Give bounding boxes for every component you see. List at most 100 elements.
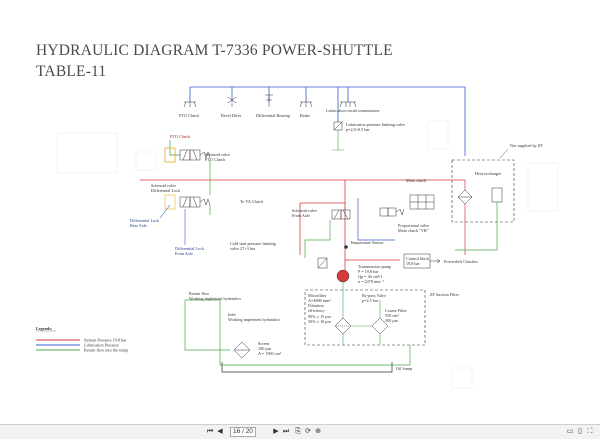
filter-label-5: 90% ≥ 15 μm xyxy=(308,314,332,319)
front-solenoid-valve-icon xyxy=(331,209,351,220)
diff-solenoid-valve-icon xyxy=(164,194,211,210)
heat-exchanger-label: Heat exchanger xyxy=(475,171,502,176)
pdf-viewer-toolbar: ⏮ ◀ 16 / 20 ▶ ⏭ ⎘ ⟳ ⊕ ▭ ▯ ⛶ xyxy=(0,424,600,439)
last-page-button[interactable]: ⏭ xyxy=(282,428,290,435)
filter-box xyxy=(304,289,426,346)
cold-start-label-1: Cold start pressure limiting xyxy=(230,241,277,246)
solenoid-diff-label-1: Solenoid valve xyxy=(151,183,176,188)
system-pressure-lines xyxy=(140,179,440,270)
pto-clutch-label: PTO Clutch xyxy=(170,134,191,139)
consumer-label-1: Bevel Drive xyxy=(221,113,241,118)
inlet-label-1: Inlet xyxy=(228,312,237,317)
return-flow-lines xyxy=(184,160,411,366)
diff-lock-front-label-2: Front Axle xyxy=(175,251,193,256)
legend-item-1: Lubrication Pressure xyxy=(36,343,119,348)
temp-sensor-icon xyxy=(344,245,348,249)
consumer-label-0: PTO Clutch xyxy=(179,113,200,118)
inlet-label-2: Working implement hydraulics xyxy=(228,317,280,322)
legend-item-2: Return flow into the sump xyxy=(36,348,128,353)
cold-start-valve-icon xyxy=(317,257,328,269)
prop-valve-label-1: Proportional valve xyxy=(398,223,429,228)
lubrication-lines xyxy=(189,86,466,156)
pump-label-4: n = 2470 min⁻¹ xyxy=(358,279,385,284)
single-page-view-icon[interactable]: ▭ xyxy=(566,428,574,435)
rotate-icon[interactable]: ⟳ xyxy=(305,428,311,435)
filter-label-4: efficiency xyxy=(308,308,326,313)
return-flow-label-2: Working implement hydraulics xyxy=(189,296,241,301)
page-number-input[interactable]: 16 / 20 xyxy=(230,427,256,437)
lube-limit-valve-icon xyxy=(332,121,344,151)
heat-exchanger-box xyxy=(451,159,515,223)
filter-label-1: Microfilter xyxy=(308,293,327,298)
prev-page-button[interactable]: ◀ xyxy=(217,428,223,435)
svg-text:System Pressure 19,8 bar: System Pressure 19,8 bar xyxy=(84,338,127,344)
consumer-label-4: Lubrication circuit transmission xyxy=(326,108,380,113)
proportional-valve-icon xyxy=(379,207,405,217)
consumer-label-2: Differential Bearing xyxy=(256,113,291,118)
control-block-label-2: 19,8 bar xyxy=(406,261,420,267)
screen-label-2: 100 μm xyxy=(258,346,272,351)
bypass-label-1: By-pass Valve xyxy=(362,293,386,298)
screen-filter-icon xyxy=(233,341,251,359)
redacted-box-small xyxy=(135,151,157,171)
diff-lock-front-label-1: Differential Lock xyxy=(175,246,205,251)
zoom-in-icon[interactable]: ⊕ xyxy=(315,428,321,435)
coarse-label-2: 550 cm² xyxy=(385,313,399,318)
cold-start-label-2: valve 27+3 bar xyxy=(230,246,256,251)
coarse-label-3: 300 μm xyxy=(385,318,399,323)
double-page-view-icon[interactable]: ▯ xyxy=(578,428,582,435)
pto-solenoid-valve-icon xyxy=(179,149,211,161)
next-page-button[interactable]: ▶ xyxy=(273,428,279,435)
fullscreen-icon[interactable]: ⛶ xyxy=(587,428,593,435)
consumer-label-3: Brake xyxy=(300,113,310,118)
powershift-label: Powershift Clutches xyxy=(444,259,478,264)
legend-title: Legends: xyxy=(36,326,53,331)
oil-sump-label: Oil Sump xyxy=(396,366,412,371)
solenoid-pto-label-1: Solenoid valve xyxy=(205,152,230,157)
hydraulic-diagram: HYDRAULIC DIAGRAM T-7336 POWER-SHUTTLE T… xyxy=(36,42,559,389)
redacted-box-left xyxy=(56,132,118,174)
return-flow-label-1: Return flow xyxy=(189,291,209,296)
to-va-clutch-label: To VA Clutch xyxy=(240,199,264,204)
screen-label-1: Screen xyxy=(258,341,270,346)
lube-valve-label-1: Lubrication pressure limiting valve xyxy=(346,122,405,127)
lube-valve-label-2: p=2,0+0,5 bar xyxy=(346,127,370,133)
solenoid-diff-label-2: Differential Lock xyxy=(151,188,181,193)
pump-label-2: P = 19,8 bar xyxy=(358,269,379,275)
diff-lock-rear-label-1: Differential Lock xyxy=(130,218,160,223)
filter-label-2: A=4800 mm² xyxy=(308,298,331,303)
solenoid-front-label-2: Front Axle xyxy=(292,213,310,218)
fit-page-icon[interactable]: ⎘ xyxy=(295,428,301,435)
heat-exchanger-icon xyxy=(457,187,503,205)
pump-label-3: Qp = 46 cm³/1 xyxy=(358,274,382,279)
main-clutch-icon xyxy=(409,194,435,210)
prop-valve-label-2: Main clutch "VR" xyxy=(398,228,429,233)
svg-text:Lubrication Pressure: Lubrication Pressure xyxy=(84,343,119,348)
microfilter-icon xyxy=(334,317,352,335)
zf-filter-label: ZF Suction Filter xyxy=(430,292,459,297)
pump-icon xyxy=(336,269,350,283)
oil-sump-icon xyxy=(221,362,393,373)
solenoid-pto-label-2: PTO Clutch xyxy=(205,157,226,162)
page-title-line2: TABLE-11 xyxy=(36,63,106,80)
screen-label-3: A = 1500 cm² xyxy=(258,351,282,356)
redacted-box-right-top xyxy=(427,120,449,150)
control-block-label-1: Control block xyxy=(406,256,430,261)
main-clutch-label: Main clutch xyxy=(406,178,427,183)
document-page: HYDRAULIC DIAGRAM T-7336 POWER-SHUTTLE T… xyxy=(0,0,600,424)
redacted-box-bottom xyxy=(451,367,473,389)
redacted-box-right xyxy=(527,162,559,212)
coarse-label-1: Coarse Filter xyxy=(385,308,407,313)
svg-text:Return flow into the sump: Return flow into the sump xyxy=(84,348,128,353)
solenoid-front-label-1: Solenoid valve xyxy=(292,208,317,213)
page-title-line1: HYDRAULIC DIAGRAM T-7336 POWER-SHUTTLE xyxy=(36,42,393,59)
pump-label-1: Transmission pump xyxy=(358,264,391,269)
not-supplied-label: Not supplied by ZF xyxy=(510,143,543,148)
diff-lock-rear-label-2: Rear Axle xyxy=(130,223,147,228)
filter-label-3: Filtration xyxy=(308,303,324,308)
bypass-label-2: p=2,5 bar xyxy=(362,298,379,304)
nozzle-icons xyxy=(183,94,357,108)
temp-sensor-label: Temperature Sensor xyxy=(350,240,384,245)
filter-label-6: 50% ≥ 10 μm xyxy=(308,319,332,324)
first-page-button[interactable]: ⏮ xyxy=(206,428,214,435)
